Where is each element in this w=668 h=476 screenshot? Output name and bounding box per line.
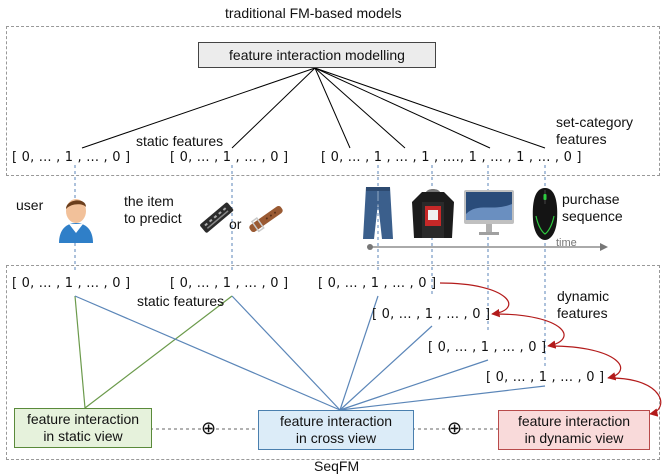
bottom-item-vector: [ 0, ... , 1 , ... , 0 ]: [170, 276, 289, 291]
belt-icon: [245, 200, 287, 243]
plus-symbol-right: ⊕: [447, 418, 463, 439]
bottom-frame: [6, 265, 660, 460]
jacket-icon: [410, 188, 456, 245]
monitor-icon: [462, 188, 516, 243]
top-user-vector: [ 0, ... , 1 , ... , 0 ]: [12, 150, 131, 165]
time-label: time: [556, 237, 577, 249]
or-label: or: [229, 216, 242, 232]
purchase-sequence-label: purchase sequence: [562, 191, 623, 224]
user-label: user: [16, 197, 44, 213]
bottom-static-features-label: static features: [137, 293, 225, 309]
dynamic-vector-4: [ 0, ... , 1 , ... , 0 ]: [486, 370, 605, 385]
set-category-features-label: set-category features: [556, 114, 634, 147]
dynamic-vector-2: [ 0, ... , 1 , ... , 0 ]: [372, 307, 491, 322]
cross-view-box: feature interaction in cross view: [258, 410, 414, 450]
dynamic-vector-1: [ 0, ... , 1 , ... , 0 ]: [318, 276, 437, 291]
static-view-box: feature interaction in static view: [14, 408, 152, 448]
dynamic-vector-3: [ 0, ... , 1 , ... , 0 ]: [428, 340, 547, 355]
mouse-icon: [530, 186, 560, 247]
dynamic-view-box: feature interaction in dynamic view: [498, 410, 650, 450]
jeans-icon: [360, 185, 396, 246]
user-icon: [55, 193, 97, 248]
item-to-predict-label: the item to predict: [124, 193, 182, 226]
bottom-user-vector: [ 0, ... , 1 , ... , 0 ]: [12, 276, 131, 291]
bottom-title: SeqFM: [314, 458, 360, 474]
top-title: traditional FM-based models: [225, 5, 402, 21]
top-frame: [6, 26, 660, 176]
feature-interaction-modelling-box: feature interaction modelling: [198, 42, 436, 68]
top-set-category-vector: [ 0, ... , 1 , ... , 1 , ...., 1 , ... ,…: [321, 150, 582, 165]
remote-icon: [195, 198, 239, 243]
plus-symbol-left: ⊕: [201, 418, 217, 439]
top-static-features-label: static features: [136, 133, 224, 149]
dynamic-features-label: dynamic features: [557, 288, 610, 321]
top-item-vector: [ 0, ... , 1 , ... , 0 ]: [170, 150, 289, 165]
